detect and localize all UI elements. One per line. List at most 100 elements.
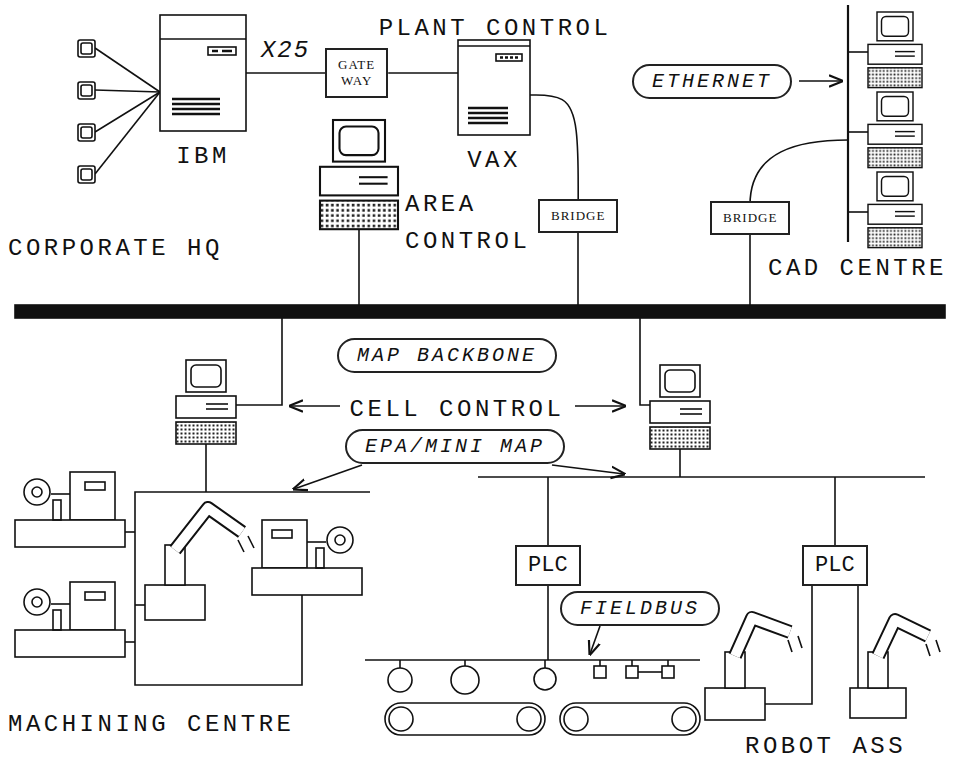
computer-icon [868,12,922,88]
robot-arm [145,585,205,620]
computer-icon [868,172,922,248]
robot-arm [735,618,790,656]
mainframe-cabinet [212,50,218,53]
epa-bus [478,449,925,704]
computer-icon [176,360,236,444]
node-text: BRIDGE [723,210,777,226]
bridge-box: BRIDGE [710,201,790,235]
vax-cabinet [496,54,522,61]
network-callout: EPA/MINI MAP [345,429,565,464]
robot-arm [878,620,928,656]
vax-cabinet [468,107,508,110]
machine-tool [252,520,362,595]
vax-computer: VAX [458,40,530,135]
ethernet-bus [799,80,842,82]
epa-bus [857,570,859,688]
cell-control-arrows [552,465,624,474]
ethernet-bus [848,51,868,53]
fieldbus-line [667,660,669,666]
mainframe-cabinet [160,15,246,131]
network-link [530,95,578,199]
terminal-icon [78,82,95,99]
node-text: PLC [815,553,855,578]
machine-tool [15,582,125,657]
robot-arm [175,508,242,550]
fieldbus-line [544,660,546,668]
map-backbone-bar [15,305,945,318]
robot-arm [850,688,906,718]
robot-arm [238,536,254,552]
conveyor [672,707,696,731]
vax-cabinet [458,40,530,135]
conveyor [517,707,541,731]
backbone-drops [750,140,848,205]
node-text: ETHERNET [652,70,772,93]
ethernet-bus [848,211,868,213]
machining-cell-wiring [135,492,370,685]
plc-box: PLC [802,545,868,586]
terminal-icon [78,124,95,141]
map-backbone-bar [15,305,945,318]
area-heading: MACHINING CENTRE [8,706,294,743]
fieldbus-line [599,660,601,666]
backbone-drops [236,318,282,405]
vax-cabinet [458,40,530,135]
backbone-drops [640,318,650,405]
node-text: PLC [528,553,568,578]
ethernet-bus [847,5,849,242]
robot-arm [735,618,790,656]
network-link [388,72,458,74]
ethernet-bus [848,131,868,133]
mainframe-cabinet [172,113,220,116]
node-text: FIELDBUS [580,597,700,620]
link-label: X25 [259,37,312,64]
mainframe-cabinet [160,15,246,131]
bridge-box: BRIDGE [538,199,618,233]
mainframe-cabinet [160,38,246,40]
conveyor [560,703,700,735]
robot-arm [145,508,940,720]
machining-cell-wiring [125,531,135,533]
vax-cabinet [468,122,508,125]
plc-box: PLC [515,545,581,586]
fieldbus-line [451,666,479,694]
node-text: VAX [467,147,521,174]
epa-bus [679,449,681,477]
area-heading: CAD CENTRE [768,250,947,287]
area-heading: CELL CONTROL [350,391,565,428]
mainframe-cabinet [172,103,220,106]
machining-cell-wiring [125,444,370,685]
backbone-drops [358,229,360,306]
node-text: GATE WAY [338,57,375,89]
ethernet-bus [799,5,868,242]
vax-cabinet [500,56,518,59]
machining-cell-wiring [125,641,135,643]
fieldbus-line [662,666,674,678]
terminal-lines [95,48,160,92]
conveyor [385,703,545,735]
epa-bus [478,476,925,478]
computer-icon [868,92,922,168]
cell-control-arrows [290,405,340,407]
terminal-lines [95,90,160,92]
robot-arm [878,620,928,656]
computer-icon [320,120,398,229]
terminal-icon [78,40,95,57]
terminal-lines [95,92,160,132]
network-callout: MAP BACKBONE [337,338,557,373]
fieldbus-line [626,666,638,678]
conveyor [385,703,700,735]
fieldbus-line [594,666,606,678]
fieldbus-line [590,626,600,654]
terminal-icon [78,166,95,183]
robot-arm [705,688,765,720]
node-text: BRIDGE [551,208,605,224]
vax-cabinet [468,117,508,120]
fieldbus-line [365,570,700,694]
mainframe-cabinet [208,47,236,55]
area-heading: AREA CONTROL [405,186,540,260]
machining-cell-wiring [205,444,207,492]
vax-cabinet [468,112,508,115]
